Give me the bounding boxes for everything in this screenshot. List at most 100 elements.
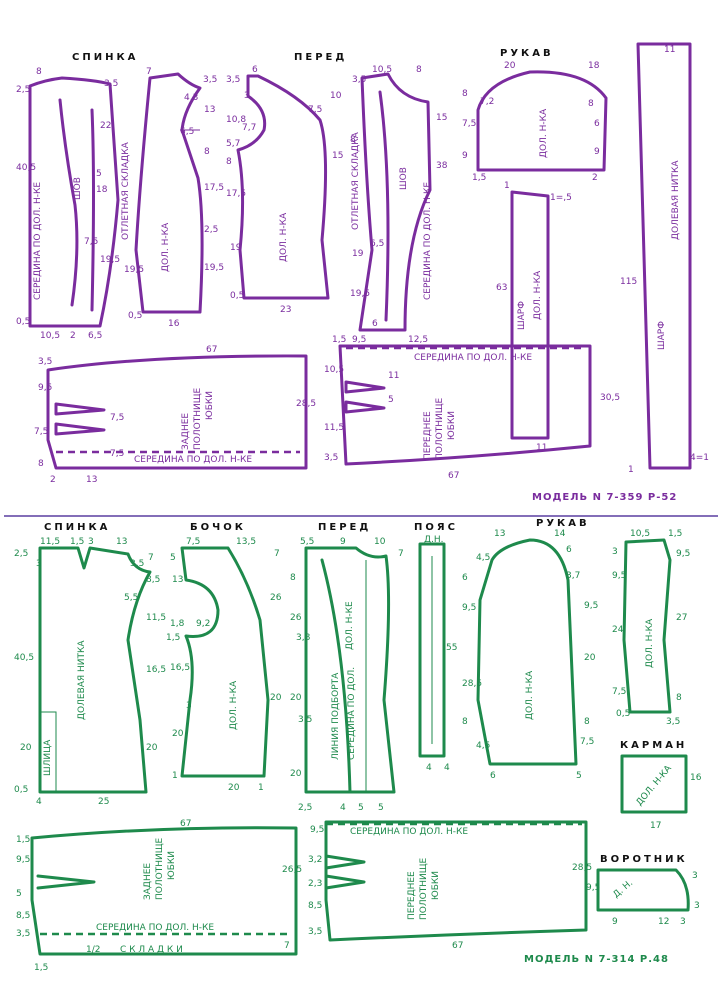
svg-text:25: 25 xyxy=(98,797,109,807)
svg-text:0,5: 0,5 xyxy=(230,291,244,301)
svg-text:8: 8 xyxy=(416,65,422,75)
svg-text:1,5: 1,5 xyxy=(332,335,346,345)
svg-text:8: 8 xyxy=(226,157,232,167)
svg-text:9,5: 9,5 xyxy=(586,883,600,893)
svg-text:3: 3 xyxy=(612,547,618,557)
svg-text:3,5: 3,5 xyxy=(104,79,118,89)
svg-text:1,5: 1,5 xyxy=(34,963,48,973)
svg-text:40,5: 40,5 xyxy=(14,653,34,663)
bottom-front-skirt-3: ЮБКИ xyxy=(431,871,441,900)
svg-text:3: 3 xyxy=(244,91,250,101)
svg-text:0,5: 0,5 xyxy=(616,709,630,719)
svg-text:2: 2 xyxy=(592,173,598,183)
svg-text:7,5: 7,5 xyxy=(34,427,48,437)
svg-text:10: 10 xyxy=(330,91,342,101)
svg-text:11,5: 11,5 xyxy=(40,537,60,547)
svg-text:18: 18 xyxy=(588,61,600,71)
svg-text:26: 26 xyxy=(290,613,302,623)
svg-text:9: 9 xyxy=(594,147,600,157)
top-front-skirt-center: СЕРЕДИНА ПО ДОЛ. Н-КЕ xyxy=(414,353,532,363)
svg-text:17,5: 17,5 xyxy=(226,189,246,199)
bottom-collar-title: ВОРОТНИК xyxy=(600,854,688,865)
svg-text:115: 115 xyxy=(620,277,637,287)
svg-text:9,5: 9,5 xyxy=(352,335,366,345)
svg-text:0,5: 0,5 xyxy=(16,317,30,327)
svg-text:2: 2 xyxy=(70,331,76,341)
svg-text:17,5: 17,5 xyxy=(204,183,224,193)
svg-text:3,5: 3,5 xyxy=(324,453,338,463)
svg-text:20: 20 xyxy=(504,61,516,71)
svg-text:11,5: 11,5 xyxy=(146,613,166,623)
top-scarf-label: ШАРФ xyxy=(517,301,527,330)
svg-text:17: 17 xyxy=(650,821,661,831)
svg-text:9: 9 xyxy=(612,917,618,927)
svg-text:10,5: 10,5 xyxy=(40,331,60,341)
svg-text:10,5: 10,5 xyxy=(630,529,650,539)
svg-text:9,5: 9,5 xyxy=(676,549,690,559)
bottom-pleats-label: С К Л А Д К И xyxy=(120,945,183,955)
svg-text:19: 19 xyxy=(352,249,364,259)
top-back-skirt-1: ЗАДНЕЕ xyxy=(181,413,191,450)
svg-text:20: 20 xyxy=(172,729,184,739)
bottom-front-grain: ДОЛ. Н-КЕ xyxy=(345,601,355,650)
svg-text:6: 6 xyxy=(252,65,258,75)
bottom-front-skirt: 9,53,2 2,38,5 3,528,5 67 СЕРЕДИНА ПО ДОЛ… xyxy=(308,820,592,951)
svg-text:40,5: 40,5 xyxy=(16,163,36,173)
bottom-belt-piece: 554 4 Д.Н. xyxy=(418,535,457,773)
svg-text:2,3: 2,3 xyxy=(308,879,322,889)
svg-text:8: 8 xyxy=(290,573,296,583)
svg-text:7,7: 7,7 xyxy=(242,123,256,133)
svg-text:8: 8 xyxy=(676,693,682,703)
svg-text:15: 15 xyxy=(436,113,447,123)
svg-text:2,5: 2,5 xyxy=(14,549,28,559)
svg-text:7,5: 7,5 xyxy=(580,737,594,747)
svg-text:1: 1 xyxy=(258,783,264,793)
svg-text:9: 9 xyxy=(340,537,346,547)
svg-text:8,5: 8,5 xyxy=(308,901,322,911)
svg-text:0,5: 0,5 xyxy=(128,311,142,321)
svg-text:11: 11 xyxy=(388,371,399,381)
svg-text:19,5: 19,5 xyxy=(124,265,144,275)
svg-text:6: 6 xyxy=(566,545,572,555)
bottom-back-skirt: 671,5 9,55 8,53,5 26,57 1,5 ЗАДНЕЕ ПОЛОТ… xyxy=(16,819,302,973)
bottom-back-skirt-1: ЗАДНЕЕ xyxy=(143,863,153,900)
svg-text:28,5: 28,5 xyxy=(572,863,592,873)
svg-text:4: 4 xyxy=(444,763,450,773)
bottom-pocket-grain: ДОЛ. Н-КА xyxy=(635,763,675,808)
bottom-back-skirt-2: ПОЛОТНИЩЕ xyxy=(155,837,165,900)
svg-text:1,5: 1,5 xyxy=(166,633,180,643)
svg-text:13: 13 xyxy=(494,529,505,539)
svg-text:6,5: 6,5 xyxy=(370,239,384,249)
svg-text:67: 67 xyxy=(206,345,217,355)
svg-text:9,2: 9,2 xyxy=(196,619,210,629)
svg-text:67: 67 xyxy=(180,819,191,829)
svg-text:3: 3 xyxy=(692,871,698,881)
svg-text:3: 3 xyxy=(186,701,192,711)
bottom-belt-title: ПОЯС xyxy=(414,522,458,533)
svg-text:14: 14 xyxy=(554,529,566,539)
svg-text:19: 19 xyxy=(230,243,242,253)
svg-text:7,5: 7,5 xyxy=(462,119,476,129)
svg-text:3,5: 3,5 xyxy=(38,357,52,367)
svg-text:7: 7 xyxy=(274,549,280,559)
svg-text:1: 1 xyxy=(504,181,510,191)
svg-text:8: 8 xyxy=(350,135,356,145)
svg-text:9,5: 9,5 xyxy=(462,603,476,613)
bottom-back-slit: ШЛИЦА xyxy=(43,739,53,776)
top-back-center-label: СЕРЕДИНА ПО ДОЛ. Н-КЕ xyxy=(33,182,43,300)
svg-text:10,5: 10,5 xyxy=(324,365,344,375)
svg-text:6: 6 xyxy=(490,771,496,781)
svg-text:24: 24 xyxy=(612,625,624,635)
bottom-back-grain: ДОЛЕВАЯ НИТКА xyxy=(77,640,87,720)
svg-text:8: 8 xyxy=(584,717,590,727)
svg-text:6: 6 xyxy=(372,319,378,329)
svg-text:2,5: 2,5 xyxy=(16,85,30,95)
svg-text:27: 27 xyxy=(676,613,687,623)
bottom-front-skirt-1: ПЕРЕДНЕЕ xyxy=(407,871,417,920)
svg-text:7: 7 xyxy=(146,67,152,77)
